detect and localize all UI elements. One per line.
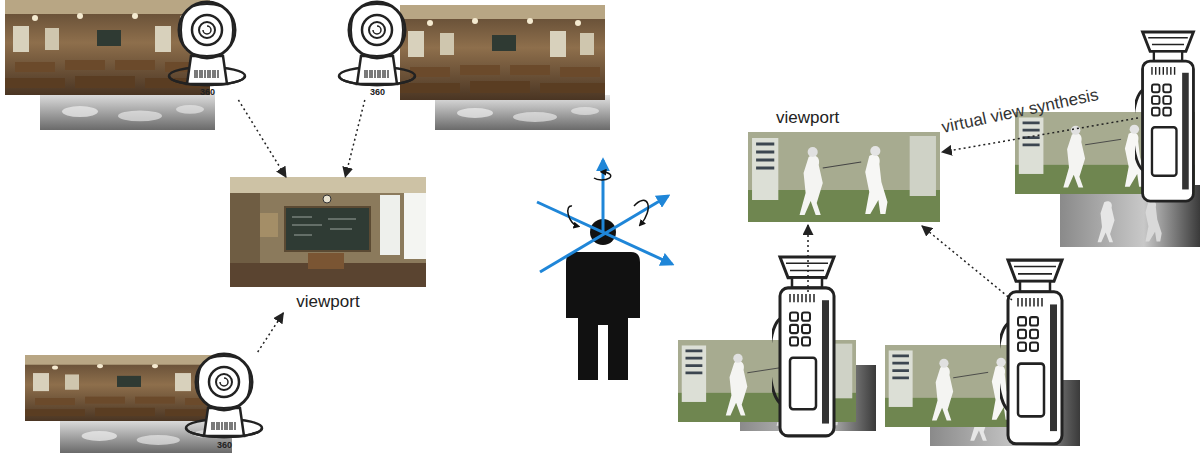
panorama-image	[400, 5, 605, 100]
panorama-image	[5, 0, 210, 95]
camera-outline	[169, 2, 245, 85]
dotted-arrow	[238, 100, 286, 177]
dotted-arrow	[258, 313, 284, 352]
depth-camera-symbol	[1133, 32, 1194, 201]
viewer-figure	[537, 160, 672, 380]
depth-camera-symbol	[998, 260, 1063, 444]
dotted-arrow	[807, 225, 809, 292]
camera-360-symbol	[165, 0, 250, 88]
camera-label: 360	[165, 87, 250, 97]
rotation-arrow	[634, 200, 648, 224]
camera-360-node: 360	[182, 352, 267, 453]
dotted-arrow	[345, 100, 365, 177]
camera-outline	[186, 354, 262, 437]
dotted-arrow	[922, 226, 1012, 300]
camera-360-node: 360	[165, 0, 250, 100]
viewport-label: viewport	[230, 292, 426, 312]
camera-360-node: 360	[335, 0, 420, 100]
viewport-node: viewport	[230, 177, 426, 313]
depth-camera-symbol	[770, 257, 835, 436]
camera-360-symbol	[182, 352, 267, 440]
viewport-label: viewport	[748, 108, 940, 128]
viewport-picture	[230, 177, 426, 287]
viewport-image	[748, 132, 940, 222]
depth-map	[435, 95, 610, 130]
viewport-picture	[748, 132, 940, 222]
axis-arrow	[602, 160, 605, 232]
axis-arrow	[540, 196, 668, 272]
viewport-node: viewport	[748, 108, 940, 222]
rotation-arrow	[568, 206, 577, 226]
rotation-arrow	[594, 172, 611, 180]
viewport-image	[230, 177, 426, 287]
camera-outline	[339, 2, 415, 85]
camera-360-symbol	[335, 0, 420, 88]
depth-map	[40, 92, 215, 130]
camera-label: 360	[335, 87, 420, 97]
camera-label: 360	[182, 440, 267, 450]
viewer-body	[566, 252, 640, 380]
